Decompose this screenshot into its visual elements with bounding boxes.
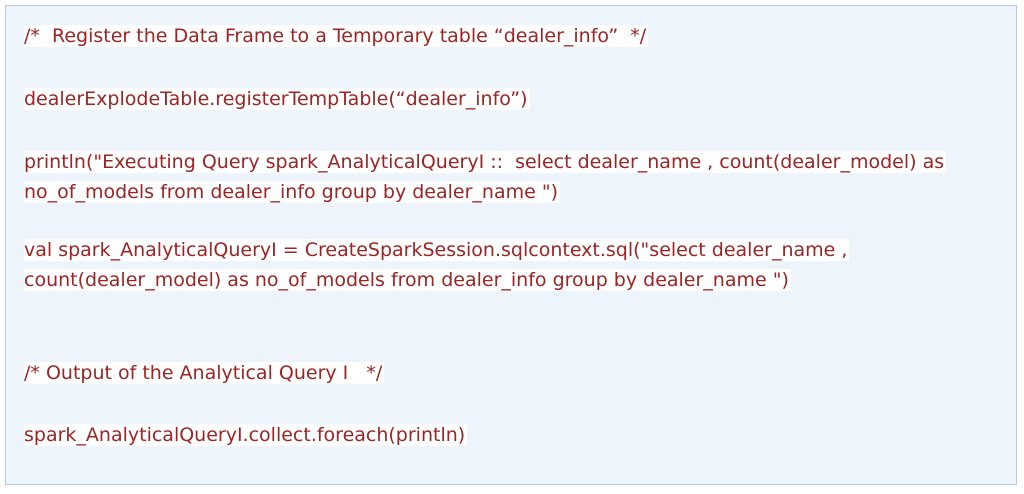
collect-foreach-call: spark_AnalyticalQueryI.collect.foreach(p… — [24, 424, 468, 446]
println-query-line-2: no_of_models from dealer_info group by d… — [24, 181, 560, 203]
println-query-line-1: println("Executing Query spark_Analytica… — [24, 151, 947, 173]
val-query-line-1: val spark_AnalyticalQueryI = CreateSpark… — [24, 239, 850, 261]
code-snippet-panel: /* Register the Data Frame to a Temporar… — [5, 5, 1017, 485]
comment-register-temp-table: /* Register the Data Frame to a Temporar… — [24, 25, 649, 47]
comment-output-query: /* Output of the Analytical Query I */ — [24, 362, 385, 384]
register-temp-table-call: dealerExplodeTable.registerTempTable(“de… — [24, 88, 530, 110]
val-query-line-2: count(dealer_model) as no_of_models from… — [24, 269, 791, 291]
